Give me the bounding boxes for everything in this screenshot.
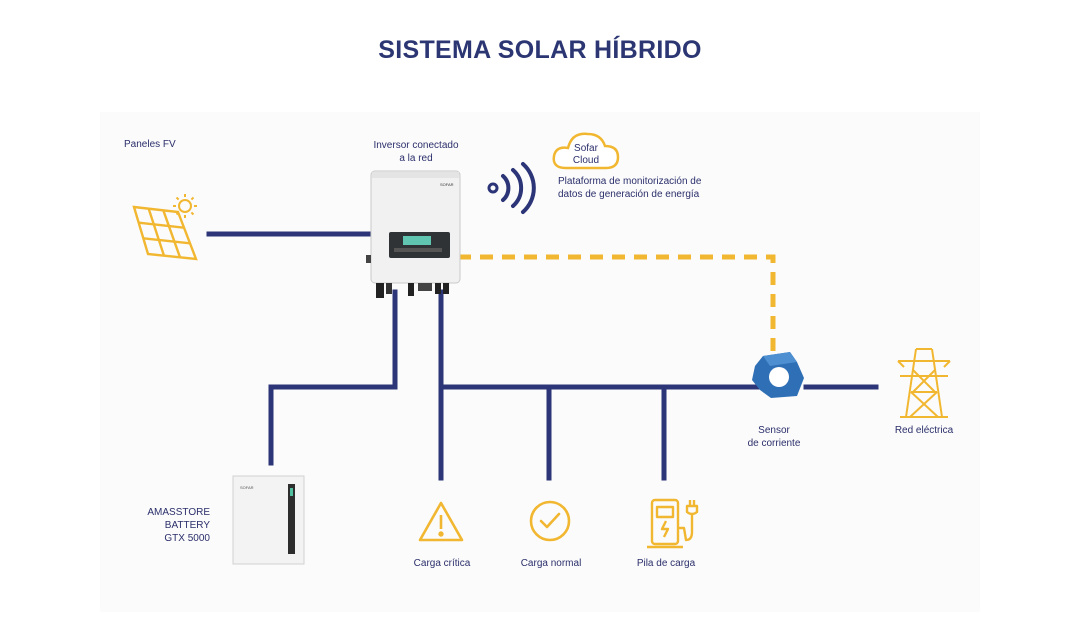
diagram-title: SISTEMA SOLAR HÍBRIDO	[378, 36, 702, 64]
cloud-label-line2: Cloud	[572, 155, 600, 166]
sun-icon	[173, 194, 197, 218]
critical-load-label: Carga crítica	[413, 558, 471, 569]
power-tower-icon	[897, 348, 951, 418]
inverter-label: Inversor conectado a la red	[355, 139, 477, 165]
ev-charger-icon	[647, 498, 699, 549]
cloud-icon	[552, 132, 620, 170]
wifi-signal-icon	[487, 162, 536, 214]
charger-label: Pila de carga	[636, 558, 696, 569]
inverter-image: SOFAR	[366, 170, 461, 298]
current-sensor-image	[752, 352, 804, 398]
svg-text:SOFAR: SOFAR	[440, 182, 454, 187]
svg-text:SOFAR: SOFAR	[240, 485, 254, 490]
check-circle-icon	[529, 500, 571, 542]
battery-label-line1: AMASSTORE	[147, 507, 210, 518]
sensor-label: Sensor de corriente	[724, 424, 824, 450]
sensor-label-line1: Sensor	[758, 425, 790, 436]
inverter-label-line1: Inversor conectado	[373, 140, 459, 151]
battery-connection-line	[268, 289, 398, 466]
warning-icon	[418, 501, 464, 542]
battery-label-line2: BATTERY	[164, 520, 210, 531]
battery-label-line3: GTX 5000	[164, 533, 210, 544]
normal-load-label: Carga normal	[520, 558, 582, 569]
battery-label: AMASSTORE BATTERY GTX 5000	[120, 506, 210, 545]
monitoring-dashed-line	[458, 254, 776, 352]
sensor-label-line2: de corriente	[747, 438, 801, 449]
platform-label: Plataforma de monitorización de datos de…	[558, 175, 701, 201]
inverter-label-line2: a la red	[399, 153, 433, 164]
grid-label: Red eléctrica	[894, 425, 954, 436]
cloud-label-line1: Sofar	[574, 143, 598, 154]
cloud-label: Sofar Cloud	[559, 143, 613, 167]
solar-panel-icon	[132, 205, 198, 261]
pv-label: Paneles FV	[124, 139, 176, 150]
platform-label-line1: Plataforma de monitorización de	[558, 176, 702, 187]
platform-label-line2: datos de generación de energía	[558, 189, 700, 200]
battery-image: SOFAR	[232, 475, 305, 565]
